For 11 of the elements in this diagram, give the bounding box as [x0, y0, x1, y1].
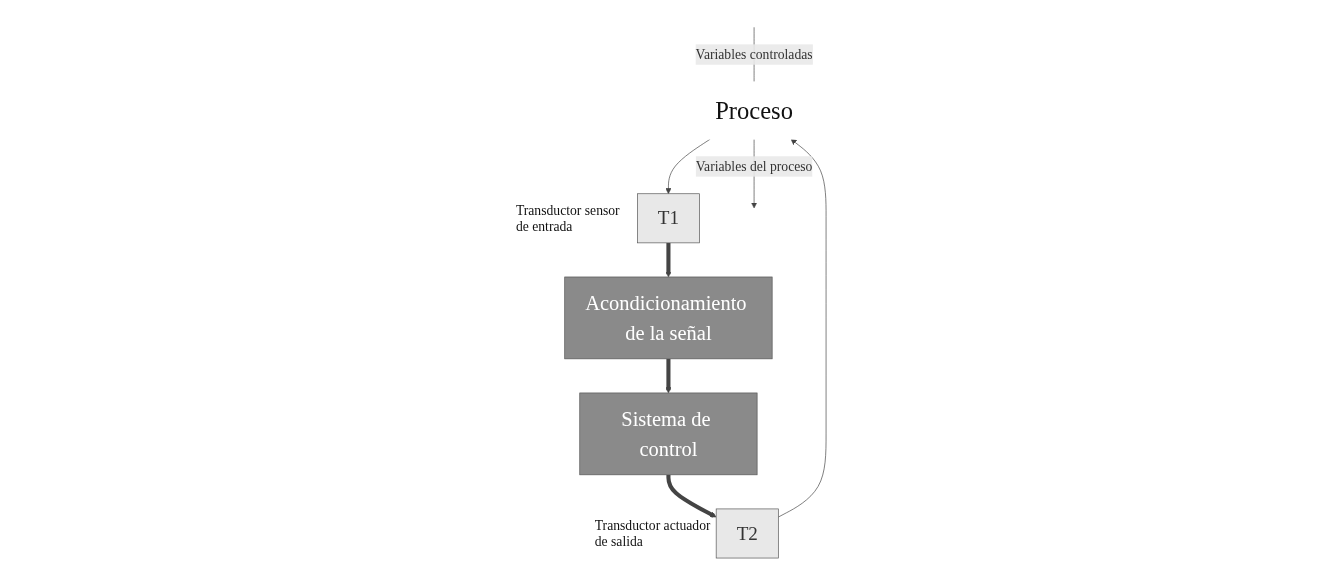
node-caption: Transductor sensor de entrada	[515, 201, 621, 235]
process-box: T2	[715, 508, 779, 559]
node-caption: Transductor actuador de salida	[594, 517, 711, 550]
arrow	[665, 358, 672, 394]
edge-label: Variables del proceso	[695, 158, 813, 174]
edge-label: Variables controladas	[695, 47, 813, 63]
process-box: Acondicionamiento de la señal	[564, 276, 773, 360]
process-box: Sistema de control	[579, 392, 758, 476]
arrow	[666, 474, 717, 518]
process-box: T1	[637, 193, 700, 244]
arrow	[665, 242, 672, 278]
